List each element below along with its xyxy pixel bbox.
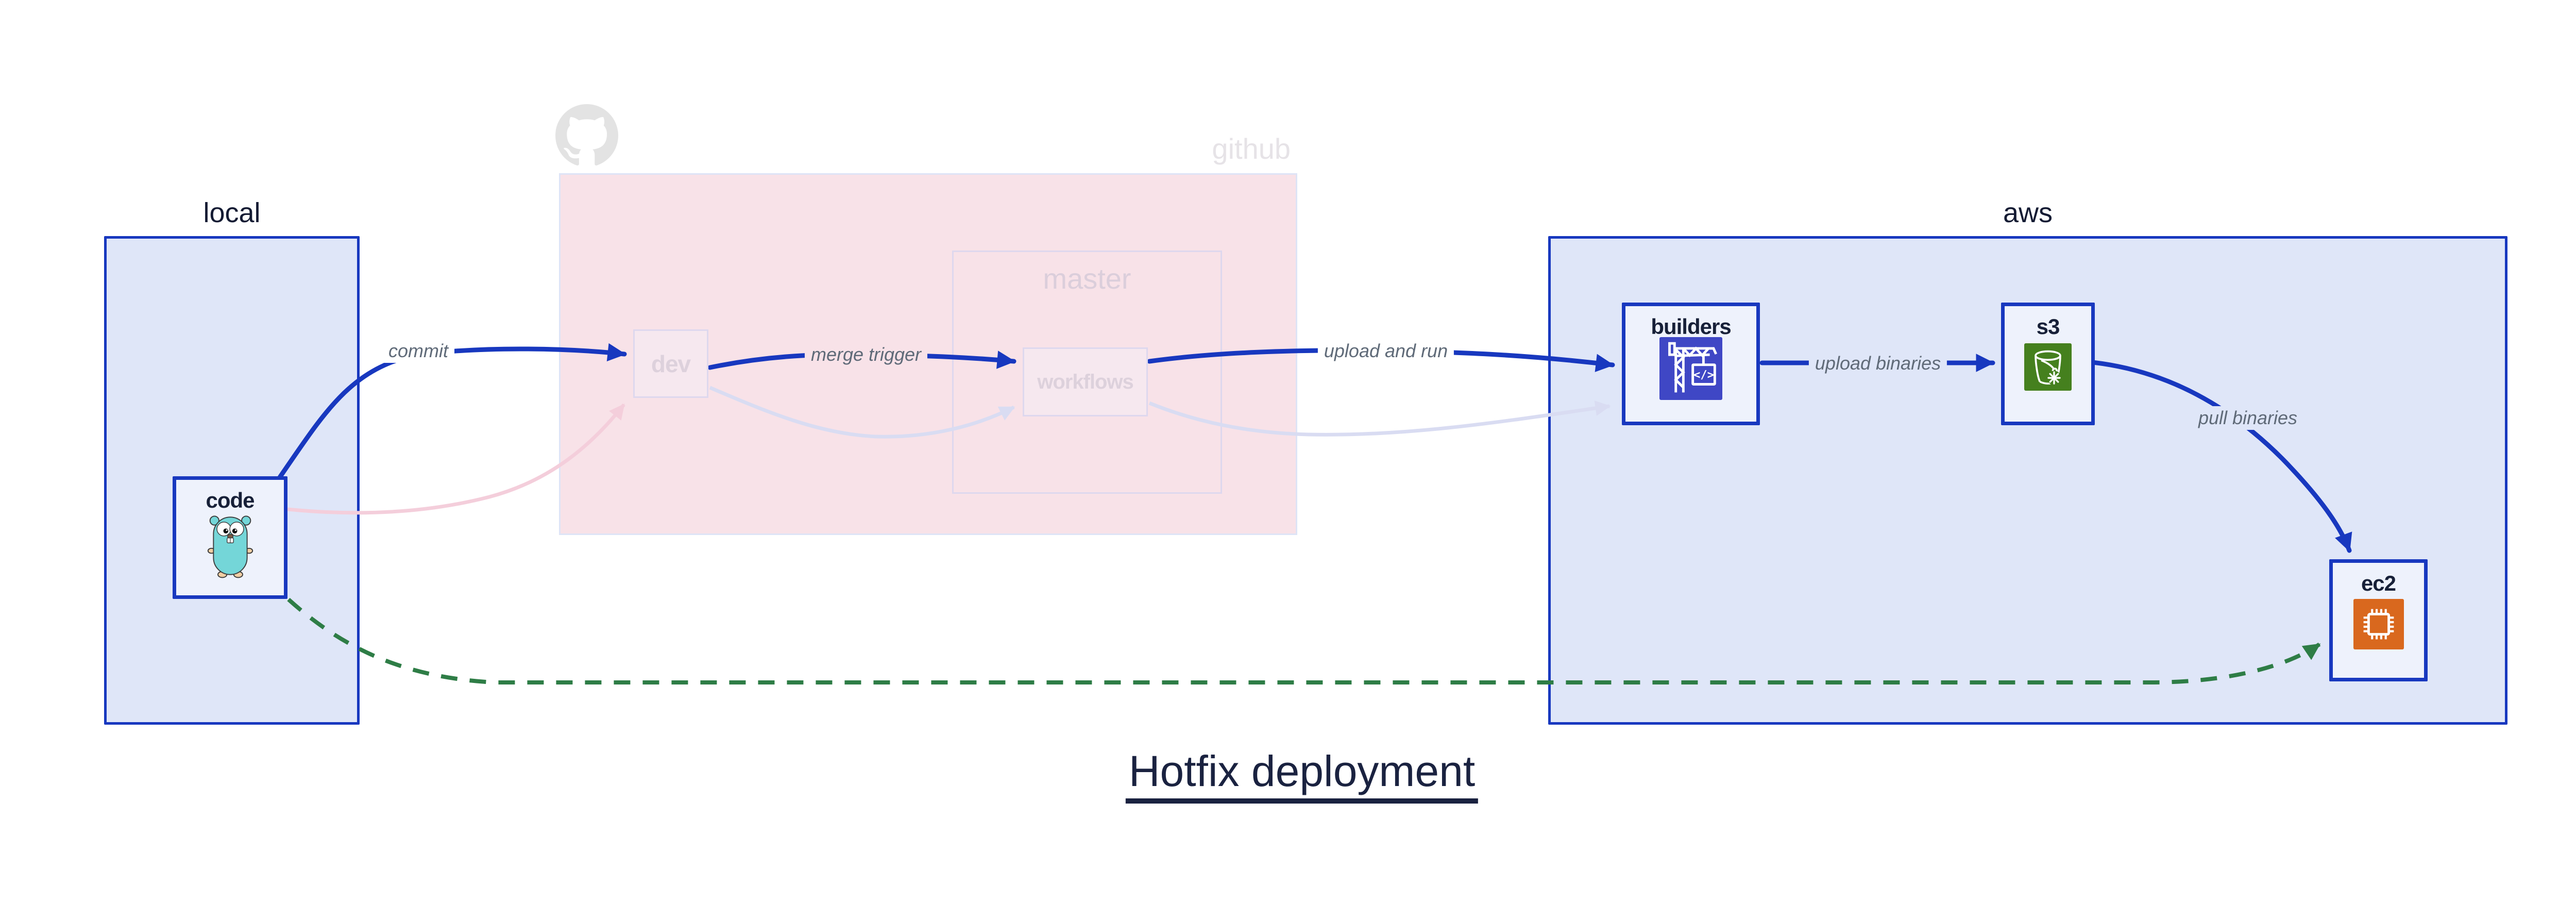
edge-label-pull-binaries: pull binaries	[2192, 406, 2304, 430]
s3-glacier-bucket-icon	[2024, 343, 2072, 391]
edge-label-commit: commit	[382, 339, 454, 363]
node-ec2: ec2	[2329, 559, 2428, 681]
edge-label-upload-binaries: upload binaries	[1808, 352, 1947, 375]
edge-faded-workflows-builders	[1148, 400, 1611, 437]
master-branch-container	[952, 250, 1222, 494]
node-code: code	[173, 476, 287, 599]
node-ec2-label: ec2	[2361, 571, 2396, 595]
master-branch-label: master	[1043, 262, 1131, 295]
node-s3-label: s3	[2036, 314, 2060, 339]
node-s3: s3	[2001, 303, 2095, 425]
svg-text:</>: </>	[1693, 369, 1714, 382]
github-octocat-icon	[555, 104, 618, 165]
node-code-label: code	[206, 488, 255, 512]
edge-label-merge-trigger: merge trigger	[804, 343, 928, 366]
node-builders-label: builders	[1651, 314, 1731, 339]
node-workflows: workflows	[1023, 347, 1148, 416]
local-container-label: local	[203, 197, 261, 228]
github-container-label: github	[1212, 132, 1291, 165]
ec2-chip-icon	[2353, 599, 2404, 649]
edge-hotfix-direct	[287, 598, 2321, 684]
go-gopher-icon	[207, 515, 253, 578]
edge-faded-dev-workflows	[709, 386, 1015, 439]
node-dev-label: dev	[651, 350, 691, 377]
edge-faded-code-dev	[287, 403, 625, 515]
node-dev: dev	[633, 329, 708, 398]
diagram-title: Hotfix deployment	[1125, 746, 1479, 804]
codebuild-crane-icon: </>	[1659, 337, 1722, 400]
node-builders: builders </>	[1622, 303, 1760, 425]
edge-label-upload-and-run: upload and run	[1317, 339, 1454, 363]
edge-pull-binaries	[2090, 360, 2352, 553]
node-workflows-label: workflows	[1037, 370, 1134, 393]
aws-container-label: aws	[2003, 197, 2053, 228]
